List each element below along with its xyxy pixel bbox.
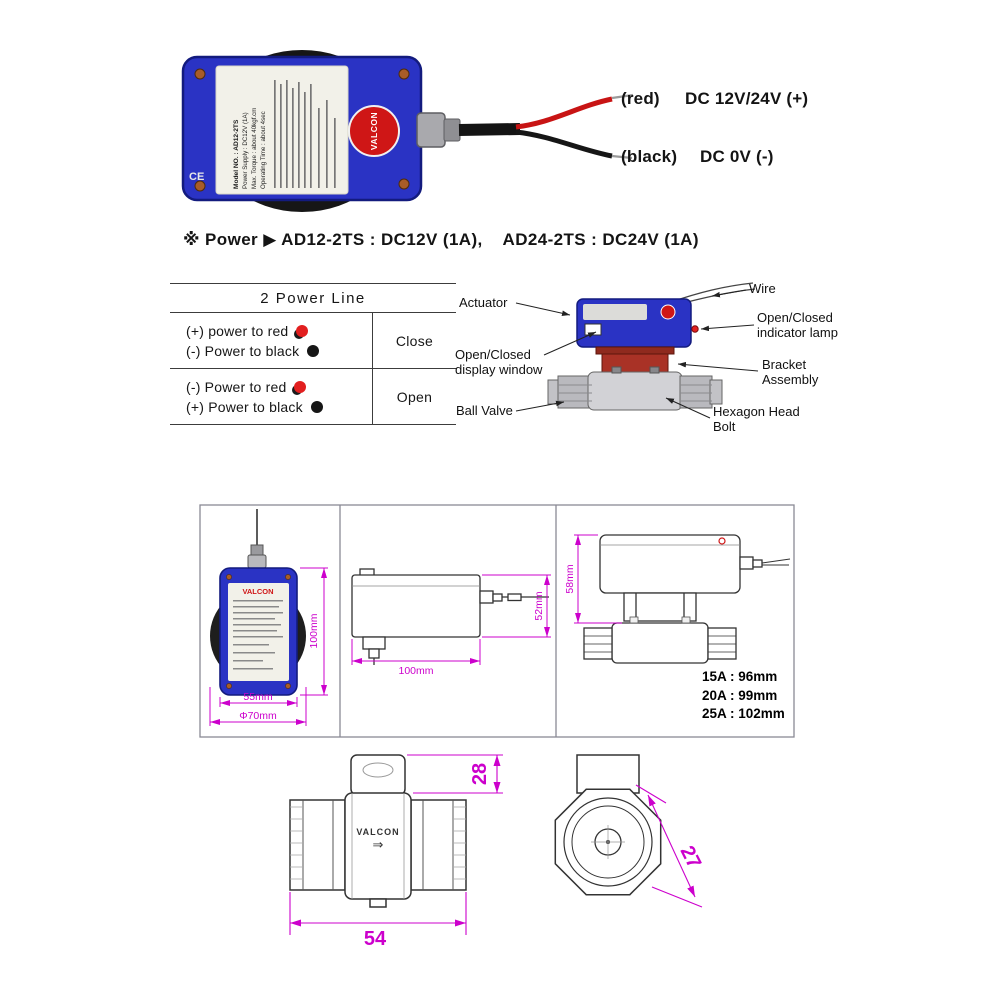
front-view-brand: VALCON bbox=[242, 587, 273, 596]
dim-front-diameter: Φ70mm bbox=[239, 710, 277, 722]
red-wire-caption: (red) DC 12V/24V (+) bbox=[621, 89, 808, 109]
corner-screws bbox=[194, 68, 410, 192]
row-open-line1: (-) Power to red bbox=[186, 378, 287, 395]
valve-front-view bbox=[289, 754, 467, 908]
power-line-table: 2 Power Line (+) power to red (-) Power … bbox=[170, 283, 456, 425]
size-15a: 15A : 96mm bbox=[702, 669, 777, 684]
cable-gland bbox=[416, 112, 461, 148]
row-open-line2: (+) Power to black bbox=[186, 398, 303, 415]
black-wire-tip bbox=[611, 154, 633, 160]
drawing-frame bbox=[199, 504, 795, 738]
actuator-photo-section: Model NO. : AD12-2TS Power Supply : DC12… bbox=[181, 50, 634, 212]
row-close-line1: (+) power to red bbox=[186, 322, 289, 339]
black-dot bbox=[307, 344, 320, 357]
red-wire-name: (red) bbox=[621, 89, 660, 108]
callout-bolt-line1: Hexagon Head bbox=[713, 404, 800, 419]
valve-front-details bbox=[302, 793, 454, 899]
front-view-dims bbox=[209, 567, 328, 726]
dimension-drawings: VALCON 100mm 55mm Φ70mm bbox=[199, 504, 795, 738]
diagram-logo bbox=[660, 304, 676, 320]
dim-body-width-54: 54 bbox=[364, 928, 387, 950]
callout-bolt-line2: Bolt bbox=[713, 419, 736, 434]
callout-display-line2: display window bbox=[455, 362, 543, 377]
size-20a: 20A : 99mm bbox=[702, 688, 777, 703]
hexagon-head-bolt bbox=[649, 366, 660, 374]
front-view-fine-print bbox=[233, 600, 283, 670]
callout-ball-valve: Ball Valve bbox=[456, 403, 513, 418]
callout-display-line1: Open/Closed bbox=[455, 347, 531, 362]
callout-leaders bbox=[515, 289, 759, 419]
red-dot bbox=[296, 324, 309, 337]
ce-mark: CE bbox=[189, 171, 204, 183]
side-view-dim-labels: 100mm 52mm bbox=[398, 591, 545, 677]
table-title: 2 Power Line bbox=[170, 283, 456, 313]
diagram-actuator bbox=[576, 298, 699, 348]
dim-front-width: 55mm bbox=[243, 691, 272, 703]
red-wire-tip bbox=[611, 93, 634, 100]
diagram-ball-valve bbox=[547, 366, 723, 411]
hexagon-head-bolt bbox=[611, 366, 622, 374]
black-dot bbox=[310, 400, 323, 413]
black-wire-caption: (black) DC 0V (-) bbox=[621, 147, 774, 167]
valcon-logo bbox=[348, 105, 400, 157]
valve-brand: VALCON bbox=[356, 827, 399, 837]
valve-end-view bbox=[554, 754, 662, 896]
red-dot bbox=[294, 380, 307, 393]
dim-cap-height-28: 28 bbox=[469, 763, 491, 785]
row-close-conditions: (+) power to red (-) Power to black bbox=[170, 313, 372, 368]
callout-indicator-line2: indicator lamp bbox=[757, 325, 838, 340]
dim-across-flats-27: 27 bbox=[675, 842, 705, 872]
dim-front-height: 100mm bbox=[308, 613, 320, 648]
size-table: 15A : 96mm 20A : 99mm 25A : 102mm bbox=[702, 669, 785, 721]
row-close-result: Close bbox=[372, 313, 456, 368]
side-view-dims bbox=[351, 574, 551, 665]
size-25a: 25A : 102mm bbox=[702, 706, 785, 721]
dim-side-height: 52mm bbox=[533, 591, 545, 620]
spec-label-text: Model NO. : AD12-2TS Power Supply : DC12… bbox=[233, 80, 336, 189]
dim-assembly-height: 58mm bbox=[564, 564, 576, 593]
black-wire-name: (black) bbox=[621, 147, 678, 166]
label-fine-print bbox=[274, 80, 336, 188]
black-wire bbox=[515, 129, 613, 159]
table-row-open: (-) Power to red (+) Power to black Open bbox=[170, 369, 456, 425]
valcon-logo-text: VALCON bbox=[369, 112, 379, 150]
front-view-dim-labels: 100mm 55mm Φ70mm bbox=[239, 613, 320, 722]
spec-label bbox=[215, 65, 349, 195]
valve-front-dims bbox=[289, 754, 503, 935]
callout-labels: Actuator Wire Open/Closed indicator lamp… bbox=[455, 281, 838, 434]
front-view: VALCON bbox=[210, 509, 306, 696]
power-note: ※ Power ▶ AD12-2TS : DC12V (1A), AD24-2T… bbox=[183, 230, 699, 249]
red-wire-voltage: DC 12V/24V (+) bbox=[685, 89, 809, 108]
callout-bracket-line2: Assembly bbox=[762, 372, 819, 387]
assembly-view bbox=[583, 534, 791, 664]
callout-indicator-line1: Open/Closed bbox=[757, 310, 833, 325]
indicator-lamp bbox=[691, 325, 699, 333]
cable bbox=[458, 123, 521, 136]
row-close-line2: (-) Power to black bbox=[186, 342, 300, 359]
black-wire-voltage: DC 0V (-) bbox=[700, 147, 774, 166]
valve-assembly-diagram: Actuator Wire Open/Closed indicator lamp… bbox=[455, 281, 838, 434]
valve-threads bbox=[290, 806, 466, 880]
row-open-result: Open bbox=[372, 369, 456, 424]
dim-side-length: 100mm bbox=[398, 665, 433, 677]
assembly-view-dims bbox=[574, 534, 622, 624]
label-time: Operating Time : about 4sec bbox=[260, 111, 267, 189]
ball-valve-drawings: VALCON ⇒ 28 54 27 bbox=[289, 754, 705, 950]
label-power: Power Supply : DC12V (1A) bbox=[242, 112, 249, 189]
row-open-conditions: (-) Power to red (+) Power to black bbox=[170, 369, 372, 424]
side-view bbox=[351, 568, 549, 665]
table-row-close: (+) power to red (-) Power to black Clos… bbox=[170, 313, 456, 369]
red-wire bbox=[515, 96, 613, 130]
label-torque: Max. Torque : about 40kgf.cm bbox=[251, 108, 258, 189]
valve-end-dims bbox=[635, 784, 703, 908]
callout-bracket-line1: Bracket bbox=[762, 357, 806, 372]
callout-actuator: Actuator bbox=[459, 295, 508, 310]
callout-wire: Wire bbox=[749, 281, 776, 296]
flow-direction-mark: ⇒ bbox=[373, 837, 384, 852]
label-model: Model NO. : AD12-2TS bbox=[233, 119, 240, 189]
